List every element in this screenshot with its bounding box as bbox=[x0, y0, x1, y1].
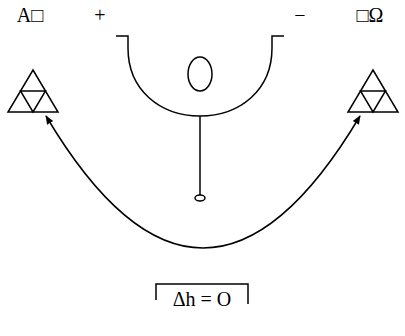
cup-arms bbox=[116, 36, 284, 116]
swing-arc bbox=[46, 116, 360, 248]
foot-ellipse bbox=[195, 195, 205, 201]
polarity-sign: − bbox=[294, 4, 305, 27]
unit-label: A□ bbox=[17, 4, 44, 27]
unit-label: □Ω bbox=[357, 4, 384, 27]
body-stick bbox=[199, 116, 201, 195]
right-triangle bbox=[348, 70, 398, 112]
polarity-sign: + bbox=[94, 4, 105, 27]
head-circle bbox=[188, 57, 212, 91]
left-triangle bbox=[8, 70, 58, 112]
formula-label: Δh = O bbox=[173, 288, 232, 311]
